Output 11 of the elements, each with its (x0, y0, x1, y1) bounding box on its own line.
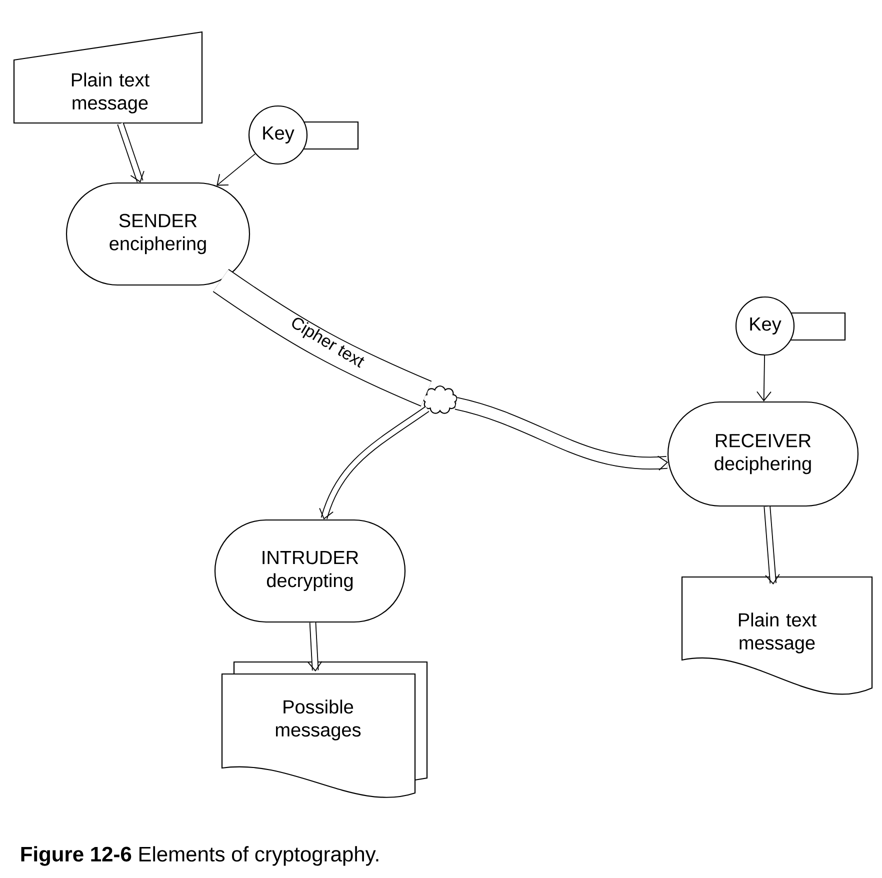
arrow (117, 122, 144, 182)
arrow (756, 355, 772, 402)
input-box: Plain text message (13, 31, 203, 124)
arrow (307, 622, 322, 672)
arrow (319, 406, 430, 520)
tap-point (422, 385, 458, 414)
figure-caption: Figure 12-6 Elements of cryptography. (21, 846, 378, 866)
connector (212, 269, 432, 406)
arrow (454, 397, 668, 471)
arrow (216, 153, 256, 186)
arrow (764, 506, 780, 584)
